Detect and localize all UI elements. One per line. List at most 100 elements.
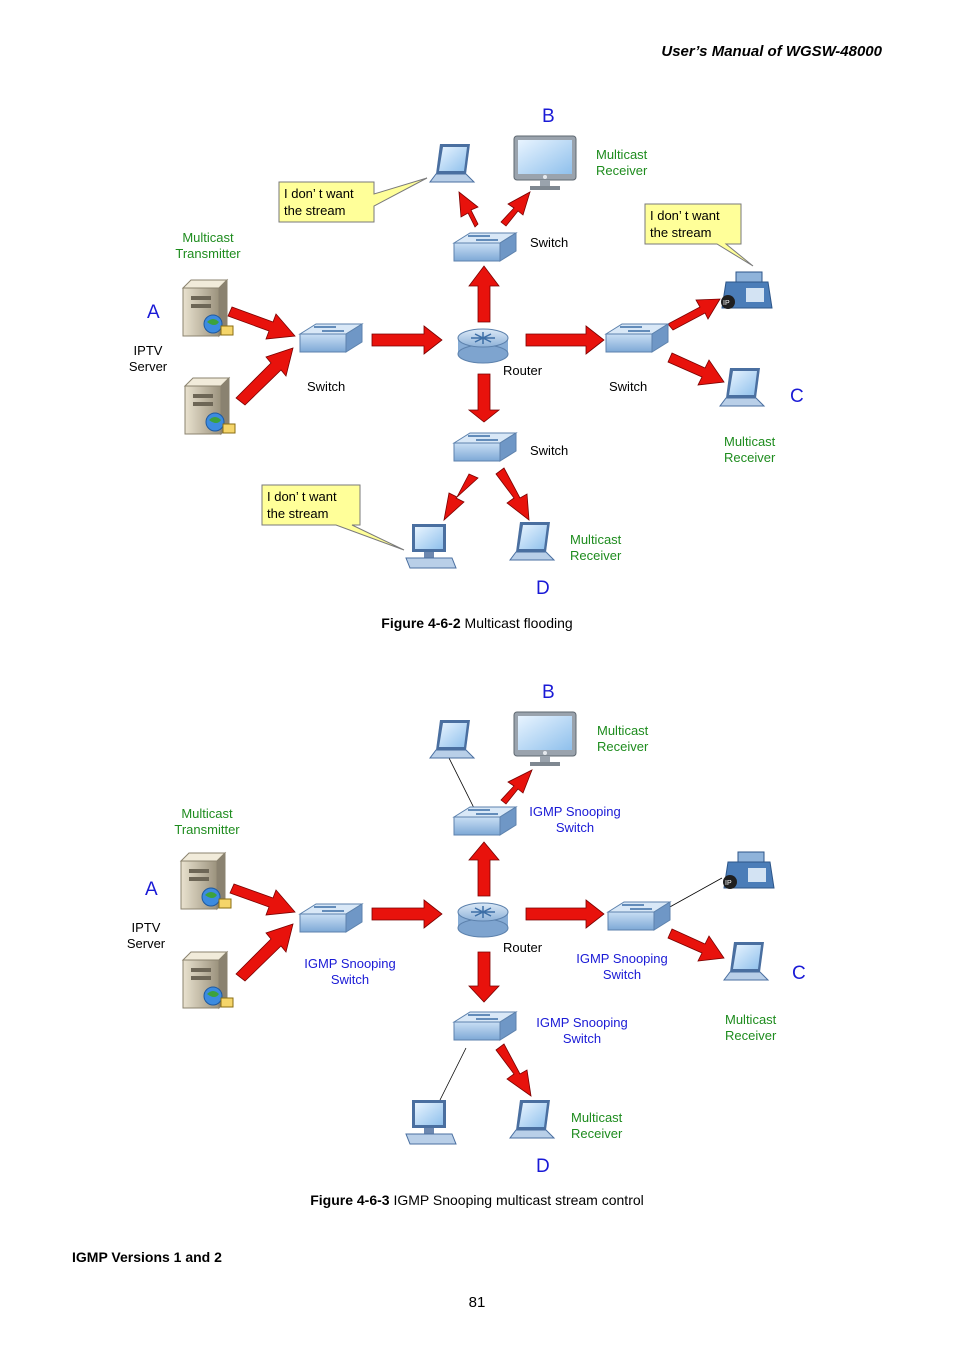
switch-icon [453, 232, 517, 262]
manual-header: User’s Manual of WGSW-48000 [661, 43, 882, 60]
server-icon [180, 852, 232, 910]
igmp-switch-label: IGMP Snooping [576, 951, 668, 966]
igmp-switch-label: Switch [556, 820, 594, 835]
callout-line: I don’ t want [284, 186, 354, 201]
router-label: Router [503, 363, 543, 378]
receiver-label: Receiver [571, 1126, 623, 1141]
callout-line: the stream [267, 506, 328, 521]
router-label: Router [503, 940, 543, 955]
page-number: 81 [468, 1294, 486, 1311]
switch-icon [299, 903, 363, 933]
arrow-router-to-top-switch [468, 265, 500, 323]
callout-top: I don’ t want the stream [278, 177, 428, 223]
receiver-label: Multicast [570, 532, 622, 547]
switch-icon [299, 323, 363, 353]
caption-label: Figure 4-6-3 [310, 1192, 390, 1208]
switch-icon [607, 901, 671, 931]
laptop-icon [509, 521, 555, 561]
callout-line: the stream [650, 225, 711, 240]
switch-icon [453, 1011, 517, 1041]
receiver-label: Receiver [596, 163, 648, 178]
receiver-label: Multicast [596, 147, 648, 162]
igmp-switch-label: Switch [603, 967, 641, 982]
arrow-switch-to-router [371, 325, 443, 355]
transmitter-label: Multicast [182, 230, 234, 245]
switch-label: Switch [609, 379, 647, 394]
caption-text: Multicast flooding [460, 615, 573, 631]
arrow-to-laptop-c [667, 352, 725, 386]
arrow-server2-to-switch [235, 923, 294, 982]
transmitter-label: Transmitter [175, 246, 241, 261]
switch-label: Switch [530, 443, 568, 458]
letter-a: A [147, 302, 160, 323]
callout-right: I don’ t want the stream [644, 203, 754, 267]
letter-d: D [536, 578, 550, 599]
receiver-label: Multicast [571, 1110, 623, 1125]
letter-b: B [542, 682, 555, 703]
server-icon [182, 279, 234, 337]
figure-multicast-flooding: IP I don’ t want the stream I don’ t wan… [0, 100, 954, 600]
arrow-server1-to-switch [227, 306, 296, 340]
receiver-label: Receiver [597, 739, 649, 754]
server-icon [184, 377, 236, 435]
arrow-to-imac-b [500, 769, 533, 805]
laptop-icon [723, 941, 769, 981]
imac-icon [513, 135, 577, 191]
transmitter-label: Transmitter [174, 822, 240, 837]
laptop-icon [719, 367, 765, 407]
diagram-igmp-snooping: B A C D Multicast Receiver Multicast Tra… [127, 682, 806, 1176]
laptop-icon [509, 1099, 555, 1139]
imac-icon [513, 711, 577, 767]
arrow-router-to-bottom-switch [468, 951, 500, 1003]
igmp-switch-label: IGMP Snooping [304, 956, 396, 971]
letter-d: D [536, 1156, 550, 1176]
arrow-to-laptop-b [458, 191, 479, 228]
switch-icon [453, 806, 517, 836]
letter-c: C [792, 963, 806, 984]
arrow-switch-to-router [371, 899, 443, 929]
arrow-server2-to-switch [235, 347, 294, 406]
arrow-router-to-bottom-switch [467, 373, 501, 423]
ip-phone-icon [722, 851, 775, 890]
arrow-to-phone [667, 298, 721, 331]
iptv-label: Server [127, 936, 166, 951]
switch-icon [605, 323, 669, 353]
section-heading: IGMP Versions 1 and 2 [72, 1249, 222, 1265]
receiver-label: Receiver [724, 450, 776, 465]
igmp-switch-label: Switch [331, 972, 369, 987]
desktop-icon [405, 523, 457, 569]
arrow-router-to-right-switch [525, 325, 605, 355]
igmp-switch-label: IGMP Snooping [536, 1015, 628, 1030]
switch-label: Switch [530, 235, 568, 250]
iptv-label: IPTV [132, 920, 161, 935]
arrow-to-laptop-c [667, 928, 725, 962]
ip-phone-icon [720, 271, 773, 310]
figure-caption: Figure 4-6-2 Multicast flooding [0, 615, 954, 631]
arrow-to-laptop-d [495, 467, 530, 521]
arrow-server1-to-switch [229, 883, 296, 916]
callout-line: I don’ t want [267, 489, 337, 504]
caption-text: IGMP Snooping multicast stream control [389, 1192, 644, 1208]
flooding-arrows [227, 191, 725, 522]
callout-line: the stream [284, 203, 345, 218]
receiver-label: Multicast [725, 1012, 777, 1027]
laptop-icon [429, 143, 475, 183]
server-icon [182, 951, 234, 1009]
letter-b: B [542, 106, 555, 127]
diagram-multicast-flooding: IP I don’ t want the stream I don’ t wan… [129, 106, 804, 599]
receiver-label: Receiver [725, 1028, 777, 1043]
receiver-label: Multicast [724, 434, 776, 449]
router-icon [457, 902, 509, 938]
arrow-to-laptop-d [495, 1043, 532, 1097]
switch-label: Switch [307, 379, 345, 394]
igmp-switch-label: Switch [563, 1031, 601, 1046]
desktop-icon [405, 1099, 457, 1145]
connector-lines [437, 755, 723, 1105]
laptop-icon [429, 719, 475, 759]
callout-line: I don’ t want [650, 208, 720, 223]
router-icon [457, 328, 509, 364]
letter-c: C [790, 386, 804, 407]
receiver-label: Receiver [570, 548, 622, 563]
callout-bottom: I don’ t want the stream [261, 484, 405, 551]
transmitter-label: Multicast [181, 806, 233, 821]
